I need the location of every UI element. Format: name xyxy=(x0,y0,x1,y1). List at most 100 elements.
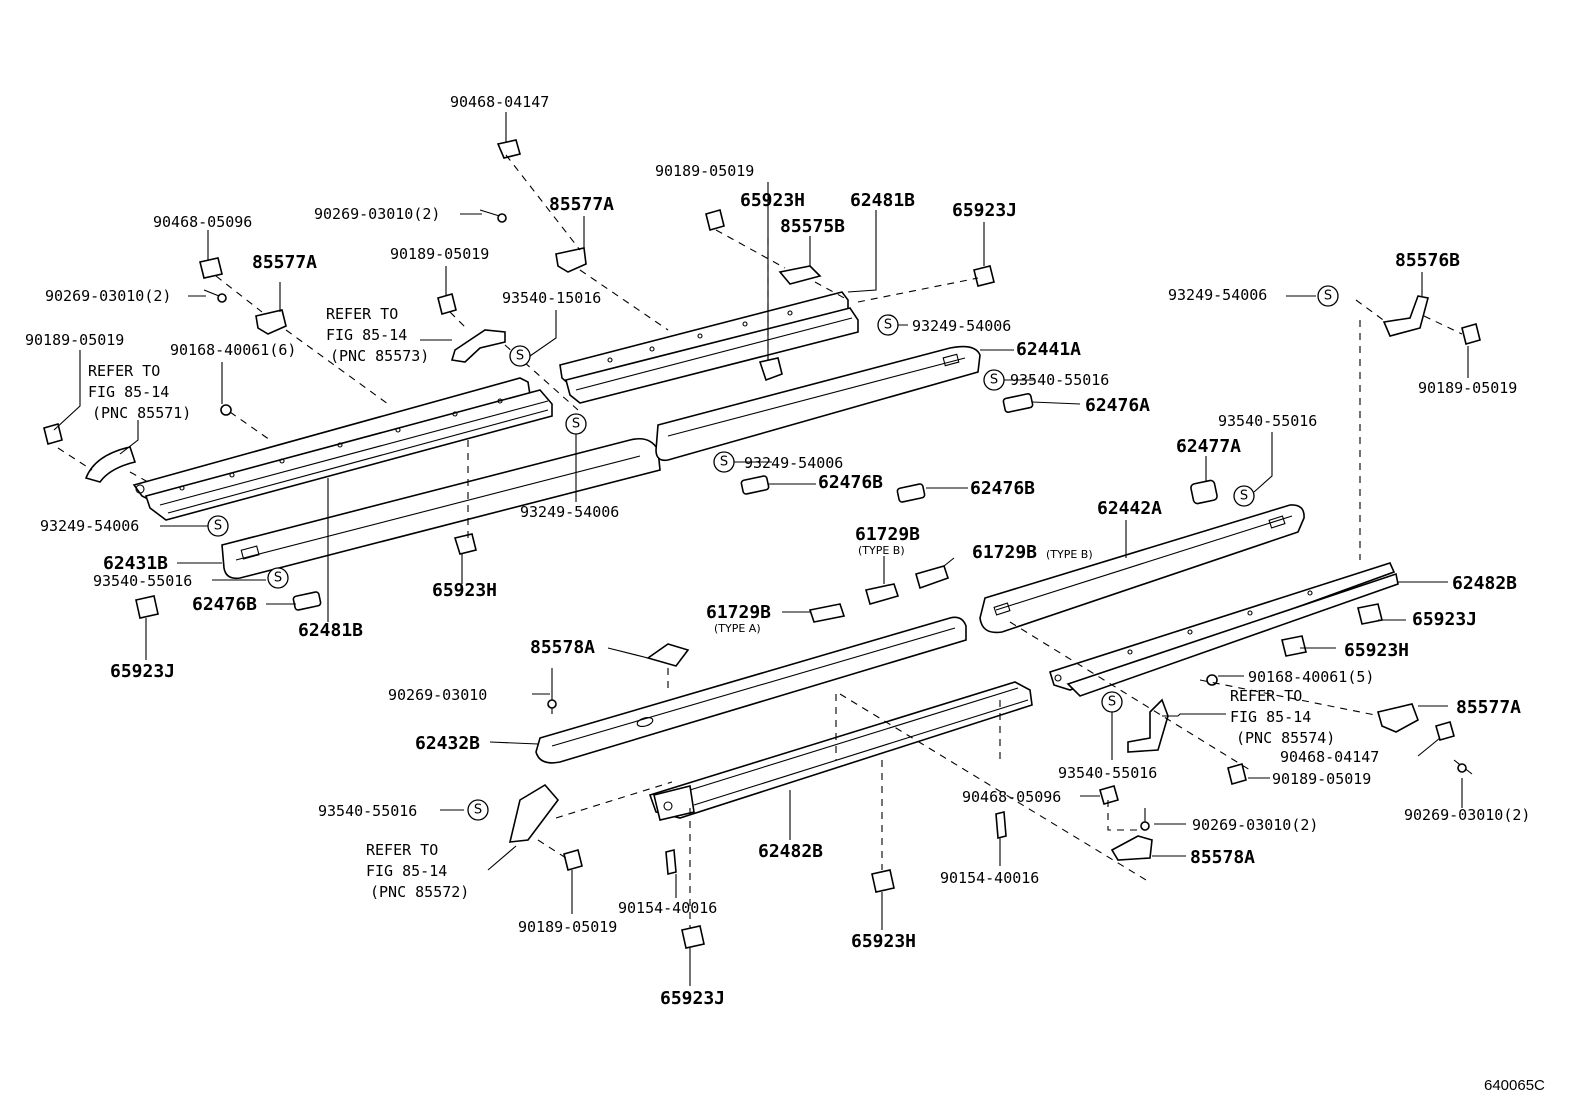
label-90189-05019[interactable]: 90189-05019 xyxy=(518,918,617,936)
label-62482b[interactable]: 62482B xyxy=(1452,573,1517,594)
screw-90269-br[interactable] xyxy=(1453,759,1473,775)
retainer-65923h-bottom[interactable] xyxy=(871,869,895,893)
label-61729b[interactable]: 61729B xyxy=(855,524,920,545)
pad-61729b-1[interactable] xyxy=(864,583,900,605)
retainer-65923j-left[interactable] xyxy=(135,595,159,619)
label-85577a[interactable]: 85577A xyxy=(1456,697,1521,718)
screw-90269-left[interactable] xyxy=(203,289,227,303)
label-62476b[interactable]: 62476B xyxy=(818,472,883,493)
clip-85577a-right[interactable] xyxy=(1377,703,1419,733)
label-85578a[interactable]: 85578A xyxy=(1190,847,1255,868)
label-61729b[interactable]: 61729B xyxy=(972,542,1037,563)
label-65923j[interactable]: 65923J xyxy=(1412,609,1477,630)
label-93540-55016[interactable]: 93540-55016 xyxy=(93,572,192,590)
retainer-65923h-top[interactable] xyxy=(758,357,783,382)
pad-62476b-right[interactable] xyxy=(896,483,926,503)
label-61729b[interactable]: 61729B xyxy=(706,602,771,623)
label-90468-04147[interactable]: 90468-04147 xyxy=(1280,748,1379,766)
label-90269-03010[interactable]: 90269-03010(2) xyxy=(314,205,440,223)
rail-62482b-right[interactable] xyxy=(1049,562,1399,697)
label-93540-55016[interactable]: 93540-55016 xyxy=(1010,371,1109,389)
label-90269-03010[interactable]: 90269-03010(2) xyxy=(1404,806,1530,824)
washer-90468-right[interactable] xyxy=(1435,721,1455,741)
label-65923j[interactable]: 65923J xyxy=(952,200,1017,221)
label-85575b[interactable]: 85575B xyxy=(780,216,845,237)
bolt-90168-6[interactable] xyxy=(220,404,232,416)
label-90189-05019[interactable]: 90189-05019 xyxy=(1418,379,1517,397)
washer-90468-top[interactable] xyxy=(496,139,521,159)
label-85577a[interactable]: 85577A xyxy=(549,194,614,215)
rail-62481b-left[interactable] xyxy=(132,377,553,521)
label-62482b[interactable]: 62482B xyxy=(758,841,823,862)
nut-90189-bl[interactable] xyxy=(563,849,583,871)
bracket-85571[interactable] xyxy=(84,446,137,483)
retainer-65923h-right[interactable] xyxy=(1281,635,1307,657)
clip-90154-l[interactable] xyxy=(665,848,677,876)
pad-61729b-2[interactable] xyxy=(915,565,950,590)
label-62481b[interactable]: 62481B xyxy=(298,620,363,641)
molding-62441a[interactable] xyxy=(655,345,981,462)
label-93249-54006[interactable]: 93249-54006 xyxy=(40,517,139,535)
label-62441a[interactable]: 62441A xyxy=(1016,339,1081,360)
molding-62442a[interactable] xyxy=(979,504,1305,634)
refer-note-85573[interactable]: REFER TO FIG 85-14 (PNC 85573) xyxy=(326,305,429,365)
label-90189-05019[interactable]: 90189-05019 xyxy=(390,245,489,263)
label-62476b[interactable]: 62476B xyxy=(192,594,257,615)
pad-62476b-mid[interactable] xyxy=(740,475,770,495)
clip-90154-r[interactable] xyxy=(995,810,1007,840)
label-65923h[interactable]: 65923H xyxy=(432,580,497,601)
nut-90189-left[interactable] xyxy=(43,423,63,445)
label-90468-05096[interactable]: 90468-05096 xyxy=(962,788,1061,806)
nut-90189-right[interactable] xyxy=(1461,323,1481,345)
clip-85575b[interactable] xyxy=(778,265,822,285)
nut-90189-br[interactable] xyxy=(1227,763,1247,785)
label-85576b[interactable]: 85576B xyxy=(1395,250,1460,271)
retainer-65923j-top[interactable] xyxy=(973,265,995,287)
label-85577a[interactable]: 85577A xyxy=(252,252,317,273)
label-65923j[interactable]: 65923J xyxy=(660,988,725,1009)
pad-62476b-left[interactable] xyxy=(292,591,322,611)
refer-note-85572[interactable]: REFER TO FIG 85-14 (PNC 85572) xyxy=(366,841,469,901)
bracket-85572[interactable] xyxy=(508,783,560,843)
label-90154-40016[interactable]: 90154-40016 xyxy=(940,869,1039,887)
clip-85577a-top[interactable] xyxy=(555,247,587,273)
clip-85578a-top[interactable] xyxy=(646,643,690,667)
bracket-85573[interactable] xyxy=(450,329,506,363)
label-93540-55016[interactable]: 93540-55016 xyxy=(318,802,417,820)
label-90468-05096[interactable]: 90468-05096 xyxy=(153,213,252,231)
rail-62482b-bottom[interactable] xyxy=(648,681,1033,821)
nut-90189-top[interactable] xyxy=(705,209,725,231)
pad-61729b-3[interactable] xyxy=(808,603,846,623)
retainer-65923j-bottom[interactable] xyxy=(681,925,705,949)
bracket-85574[interactable] xyxy=(1127,698,1169,753)
screw-90269-mid[interactable] xyxy=(547,668,557,714)
nut-90189-mid[interactable] xyxy=(437,293,457,315)
screw-90269-bm[interactable] xyxy=(1140,808,1150,831)
label-62481b[interactable]: 62481B xyxy=(850,190,915,211)
label-62432b[interactable]: 62432B xyxy=(415,733,480,754)
label-62442a[interactable]: 62442A xyxy=(1097,498,1162,519)
molding-62432b[interactable] xyxy=(535,616,967,764)
label-90189-05019[interactable]: 90189-05019 xyxy=(1272,770,1371,788)
rail-62481b-top[interactable] xyxy=(559,291,859,404)
label-62477a[interactable]: 62477A xyxy=(1176,436,1241,457)
bracket-85576b[interactable] xyxy=(1382,295,1429,337)
screw-90269-top[interactable] xyxy=(479,209,507,223)
label-65923h[interactable]: 65923H xyxy=(1344,640,1409,661)
label-93249-54006[interactable]: 93249-54006 xyxy=(520,503,619,521)
label-93249-54006[interactable]: 93249-54006 xyxy=(744,454,843,472)
refer-note-85571[interactable]: REFER TO FIG 85-14 (PNC 85571) xyxy=(88,362,191,422)
washer-90468-left[interactable] xyxy=(199,257,223,279)
label-90269-03010[interactable]: 90269-03010(2) xyxy=(45,287,171,305)
label-90168-40061[interactable]: 90168-40061(5) xyxy=(1248,668,1374,686)
retainer-65923j-right[interactable] xyxy=(1357,603,1383,625)
label-90168-40061[interactable]: 90168-40061(6) xyxy=(170,341,296,359)
pad-62477a[interactable] xyxy=(1190,479,1218,505)
clip-85577a-left[interactable] xyxy=(255,309,287,335)
label-93249-54006[interactable]: 93249-54006 xyxy=(912,317,1011,335)
label-62476b[interactable]: 62476B xyxy=(970,478,1035,499)
label-93540-55016[interactable]: 93540-55016 xyxy=(1058,764,1157,782)
retainer-65923h-left[interactable] xyxy=(453,533,477,555)
molding-62431b[interactable] xyxy=(221,437,661,580)
label-90154-40016[interactable]: 90154-40016 xyxy=(618,899,717,917)
